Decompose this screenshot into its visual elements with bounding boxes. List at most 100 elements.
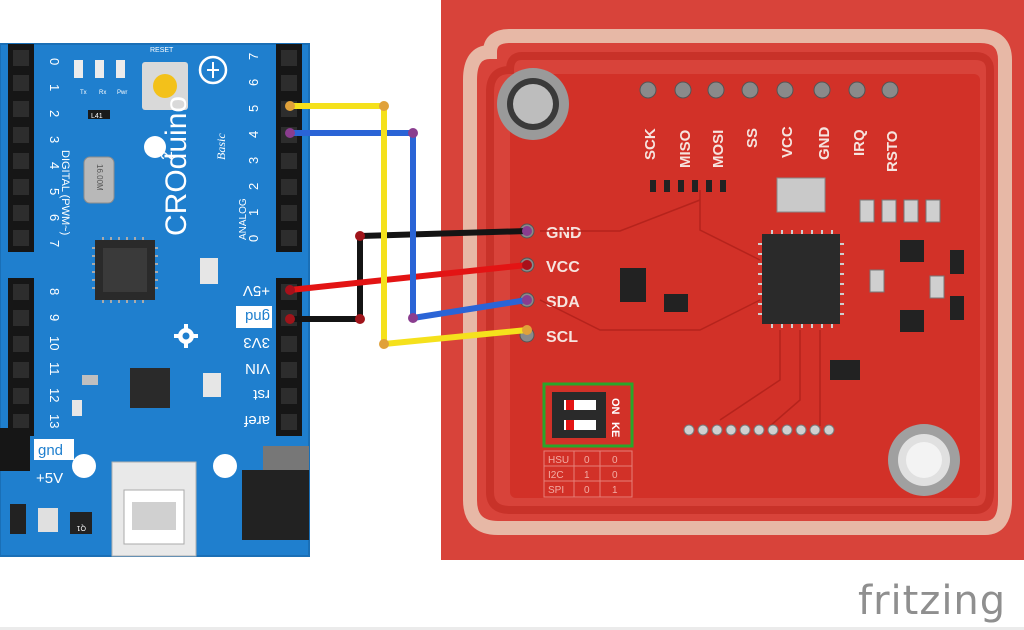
fritzing-watermark: fritzing: [858, 578, 1007, 624]
analog-pin-numbers: 0 1 2 3 4 5 6 7: [246, 53, 261, 242]
pin-label: 13: [47, 414, 62, 428]
power-label-3v3: 3V3: [243, 334, 270, 351]
pn532-chip: [758, 230, 844, 328]
digital-header-left: [8, 44, 34, 252]
pin-label-mosi: MOSI: [710, 130, 727, 168]
label-text: I2C: [548, 470, 564, 481]
pin-label: 4: [246, 131, 261, 138]
digital-header-left-2: [8, 278, 34, 436]
label-text: Basic: [214, 133, 228, 160]
wire-black-gnd: [290, 228, 528, 322]
usb-chip: [130, 368, 170, 408]
label-text: Pwr: [117, 90, 127, 96]
wire-joints: [285, 101, 532, 349]
power-label-gnd: gnd: [245, 308, 270, 325]
pin-label: 1: [47, 84, 62, 91]
top-pin-labels: SCK MISO MOSI SS VCC GND IRQ RSTO: [642, 126, 901, 172]
brand-logo: CROduino 2 Basic: [159, 55, 228, 236]
analog-label: ANALOG: [238, 198, 249, 240]
pin-label-irq: IRQ: [851, 129, 868, 156]
label-text: 0: [584, 455, 590, 466]
pin-label: 12: [47, 388, 62, 402]
pin-label: 5: [246, 105, 261, 112]
usb-port: [111, 461, 197, 557]
pin-label: 1: [246, 209, 261, 216]
label-text: 1: [612, 485, 618, 496]
label-text: 0: [612, 455, 618, 466]
voltage-regulator: [242, 446, 309, 540]
label-text: 2: [159, 151, 176, 160]
chip-mark: L41: [91, 113, 103, 120]
label-text: SPI: [548, 485, 564, 496]
mount-hole: [213, 454, 237, 478]
label-text: CROduino: [160, 96, 193, 236]
mode-dip-switch[interactable]: ON KE: [542, 382, 634, 448]
nfc-board: SCK MISO MOSI SS VCC GND IRQ RSTO GND VC…: [441, 0, 1024, 560]
wire-red-vcc: [289, 262, 528, 293]
mount-hole: [888, 424, 960, 496]
oscillator: [776, 177, 826, 213]
label-text: DIGITAL (PWM~): [59, 150, 71, 235]
pin-label: 2: [47, 110, 62, 117]
pin-label: 9: [47, 314, 62, 321]
gear-icon: [174, 324, 198, 348]
pin-label: 6: [47, 214, 62, 221]
label-text: Rx: [99, 90, 106, 96]
pin-label: 10: [47, 336, 62, 350]
label-text: Tx: [80, 90, 87, 96]
small-mark: Q1: [77, 524, 86, 531]
pin-label: 11: [47, 362, 62, 376]
power-label-vin: VIN: [245, 360, 270, 377]
bottom-5v-label: +5V: [36, 470, 63, 487]
label-text: 0: [584, 485, 590, 496]
pin-label-sck: SCK: [642, 128, 659, 160]
pin-label: 7: [246, 53, 261, 60]
wire-yellow-scl: [290, 103, 528, 347]
mount-hole: [144, 136, 166, 158]
mount-hole: [497, 68, 569, 140]
crystal: 16.00M: [83, 156, 115, 204]
pin-label: 0: [47, 58, 62, 65]
digital-pwm-label: DIGITAL (PWM~): [59, 150, 71, 235]
label-text: HSU: [548, 455, 569, 466]
label-text: 1: [584, 470, 590, 481]
top-header-pins: [639, 81, 899, 99]
pin-label: 3: [47, 136, 62, 143]
reset-button[interactable]: RESET: [142, 47, 188, 110]
wire-blue-sda: [290, 130, 528, 321]
pin-label-ss: SS: [744, 128, 761, 148]
pin-label: 5: [47, 188, 62, 195]
pin-label-scl: SCL: [546, 329, 578, 346]
power-labels: +5V gnd 3V3 VIN rst aref: [236, 282, 272, 429]
pin-label: 6: [246, 79, 261, 86]
side-pin-labels: GND VCC SDA SCL: [546, 225, 582, 346]
pin-label-miso: MISO: [677, 129, 694, 168]
power-label-5v: +5V: [243, 282, 270, 299]
label-text: 0: [612, 470, 618, 481]
power-label-aref: aref: [243, 412, 270, 429]
analog-header: [276, 44, 302, 252]
wires: [289, 103, 528, 347]
pin-label-gnd: GND: [816, 127, 833, 161]
arduino-board: 0 1 2 3 4 5 6 7 8 9 10 11 12 13 DIGITAL …: [0, 43, 310, 557]
label-text: KE: [609, 422, 621, 437]
bottom-rule: [0, 627, 1024, 630]
pin-label: 4: [47, 162, 62, 169]
reset-label: RESET: [150, 47, 174, 54]
mount-hole: [72, 454, 96, 478]
pin-label: 0: [246, 235, 261, 242]
pin-label: 3: [246, 157, 261, 164]
pin-label-vcc: VCC: [779, 126, 796, 158]
pin-label: 7: [47, 240, 62, 247]
power-header: [276, 278, 302, 436]
mode-table: HSU 0 0 I2C 1 0 SPI 0 1: [543, 450, 633, 498]
power-label-rst: rst: [253, 386, 270, 403]
mcu-chip: [92, 237, 158, 303]
pin-label-sda: SDA: [546, 294, 580, 311]
bottom-gnd-label: gnd: [38, 442, 63, 459]
label-text: ON: [609, 398, 621, 415]
pin-label: 2: [246, 183, 261, 190]
pin-label: 8: [47, 288, 62, 295]
left-pin-numbers: 0 1 2 3 4 5 6 7 8 9 10 11 12 13: [47, 58, 62, 428]
